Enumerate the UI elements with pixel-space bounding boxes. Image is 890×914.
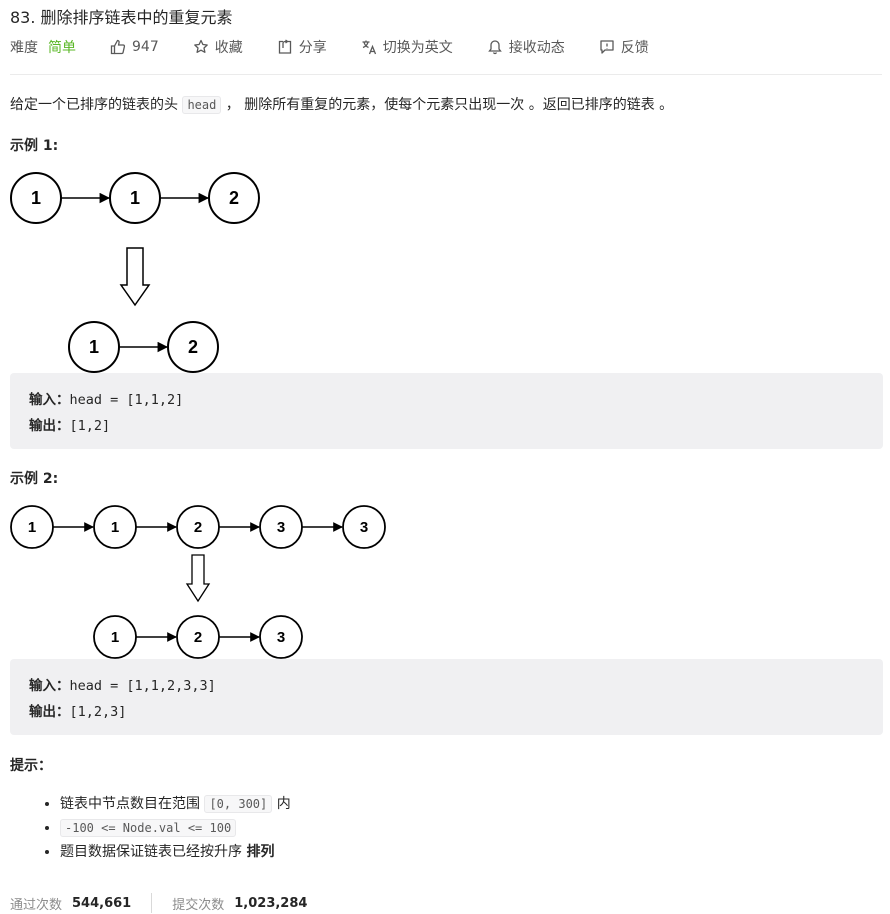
difficulty-label: 难度 xyxy=(10,40,38,56)
favorite-button[interactable]: 收藏 xyxy=(193,37,243,57)
ex2-top-node xyxy=(342,505,386,549)
problem-title: 83. 删除排序链表中的重复元素 xyxy=(10,8,233,27)
ex2-top-label: 1 xyxy=(28,519,36,536)
hint-text: 内 xyxy=(272,796,291,812)
hint-text: 链表中节点数目在范围 xyxy=(60,796,205,812)
like-button[interactable]: 947 xyxy=(110,39,159,55)
bell-icon xyxy=(487,40,502,55)
description-text: 给定一个已排序的链表的头 xyxy=(10,97,183,113)
ex2-bottom-label: 3 xyxy=(277,629,285,646)
example-2-output: 输出：[1,2,3] xyxy=(29,699,883,725)
ex2-bottom-label: 2 xyxy=(194,629,202,646)
example-2-title: 示例 2: xyxy=(10,471,59,487)
example-2-diagram: 1 1 2 3 3 1 2 3 xyxy=(10,505,386,659)
share-icon xyxy=(278,39,291,54)
translate-icon xyxy=(362,40,376,55)
ex1-bottom-label: 2 xyxy=(188,337,198,357)
constraint-code: -100 <= Node.val <= 100 xyxy=(60,819,237,837)
share-label: 分享 xyxy=(298,40,327,56)
feedback-button[interactable]: 反馈 xyxy=(599,37,649,57)
example-2-box: 输入：head = [1,1,2,3,3] 输出：[1,2,3] xyxy=(10,659,883,735)
star-icon xyxy=(193,39,208,53)
submitted-label: 提交次数 xyxy=(172,897,225,913)
list-item: -100 <= Node.val <= 100 xyxy=(60,816,291,840)
thumbs-up-icon xyxy=(110,39,126,55)
range-code: [0, 300] xyxy=(204,795,273,813)
problem-description: 给定一个已排序的链表的头 head ， 删除所有重复的元素，使每个元素只出现一次… xyxy=(10,94,673,116)
ex2-top-label: 3 xyxy=(360,519,368,536)
example-1-diagram: 1 1 2 1 2 xyxy=(10,172,260,373)
translate-button[interactable]: 切换为英文 xyxy=(361,37,453,57)
subscribe-label: 接收动态 xyxy=(508,40,565,56)
stats-divider xyxy=(151,893,153,913)
feedback-label: 反馈 xyxy=(620,40,649,56)
ex2-top-label: 1 xyxy=(111,519,119,536)
output-value: [1,2,3] xyxy=(69,704,127,720)
submission-stats: 通过次数 544,661 提交次数 1,023,284 xyxy=(10,892,307,914)
head-code: head xyxy=(182,96,222,114)
hint-bold: 排列 xyxy=(246,844,275,860)
favorite-label: 收藏 xyxy=(214,40,243,56)
ex1-top-label: 2 xyxy=(229,188,239,208)
output-value: [1,2] xyxy=(69,418,111,434)
ex2-top-label: 3 xyxy=(277,519,285,536)
submitted-value: 1,023,284 xyxy=(234,895,308,911)
list-item: 链表中节点数目在范围 [0, 300] 内 xyxy=(60,792,291,816)
ex1-bottom-label: 1 xyxy=(89,337,99,357)
input-label: 输入： xyxy=(29,678,70,694)
input-value: head = [1,1,2] xyxy=(69,392,184,408)
input-value: head = [1,1,2,3,3] xyxy=(69,678,216,694)
output-label: 输出： xyxy=(29,704,70,720)
description-text-end: ， 删除所有重复的元素，使每个元素只出现一次 。返回已排序的链表 。 xyxy=(221,97,674,113)
problem-toolbar: 难度 简单 947 收藏 分享 切换为英文 接收动态 反馈 xyxy=(10,36,683,58)
header-divider xyxy=(10,74,882,75)
like-count: 947 xyxy=(132,39,159,55)
ex2-bottom-node xyxy=(259,615,303,659)
ex2-top-label: 2 xyxy=(194,519,202,536)
example-2-input: 输入：head = [1,1,2,3,3] xyxy=(29,673,883,699)
share-button[interactable]: 分享 xyxy=(277,37,327,57)
hints-title: 提示： xyxy=(10,758,52,774)
ex2-down-arrow xyxy=(185,554,211,603)
hint-text: 题目数据保证链表已经按升序 xyxy=(60,844,247,860)
difficulty-badge: 简单 xyxy=(48,40,76,56)
example-1-title: 示例 1: xyxy=(10,138,59,154)
ex2-bottom-label: 1 xyxy=(111,629,119,646)
accepted-value: 544,661 xyxy=(72,895,132,911)
ex1-top-label: 1 xyxy=(130,188,140,208)
hints-list: 链表中节点数目在范围 [0, 300] 内 -100 <= Node.val <… xyxy=(10,792,291,864)
example-1-input: 输入：head = [1,1,2] xyxy=(29,387,883,413)
ex1-top-label: 1 xyxy=(31,188,41,208)
accepted-label: 通过次数 xyxy=(10,897,63,913)
ex1-down-arrow xyxy=(119,247,151,307)
example-1-box: 输入：head = [1,1,2] 输出：[1,2] xyxy=(10,373,883,449)
feedback-icon xyxy=(600,40,614,54)
list-item: 题目数据保证链表已经按升序 排列 xyxy=(60,840,291,864)
example-1-output: 输出：[1,2] xyxy=(29,413,883,439)
translate-label: 切换为英文 xyxy=(382,40,453,56)
subscribe-button[interactable]: 接收动态 xyxy=(487,37,565,57)
input-label: 输入： xyxy=(29,392,70,408)
output-label: 输出： xyxy=(29,418,70,434)
